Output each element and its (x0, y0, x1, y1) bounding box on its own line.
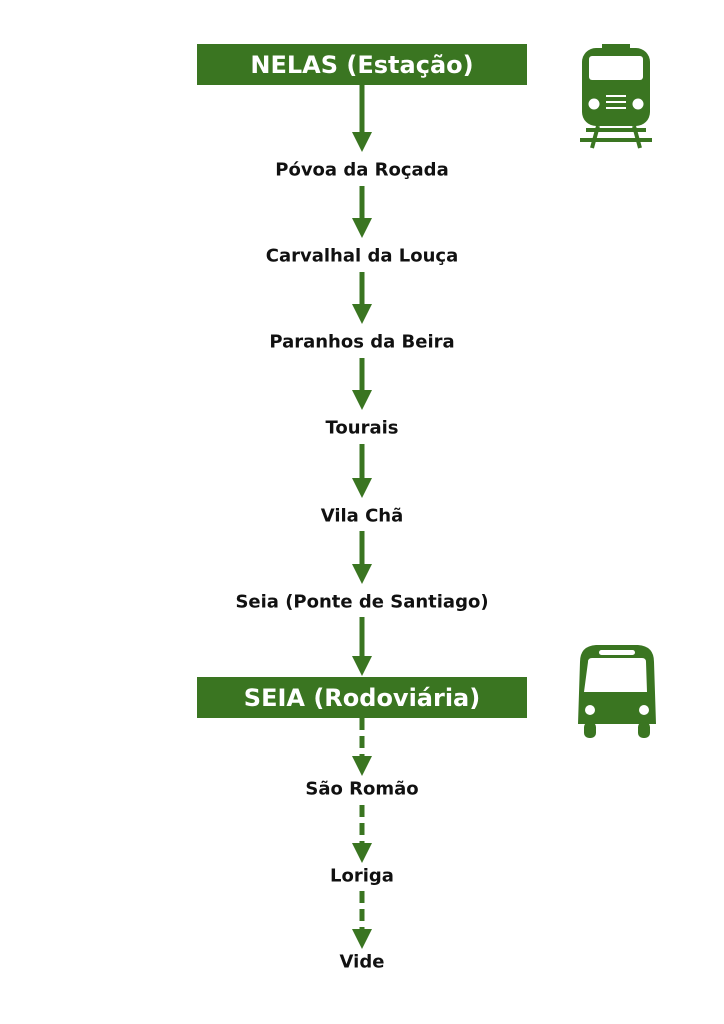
start-station-header: NELAS (Estação) (197, 44, 527, 85)
stop-label: Póvoa da Roçada (275, 159, 449, 181)
stop-label: Tourais (325, 417, 399, 439)
bus-icon (578, 645, 656, 738)
stop-label: Paranhos da Beira (269, 331, 455, 353)
bus-station-label: SEIA (Rodoviária) (243, 683, 481, 712)
stop-label: São Romão (305, 778, 419, 800)
stop-label: Loriga (330, 865, 394, 887)
stop-label: Seia (Ponte de Santiago) (235, 591, 489, 613)
start-station-label: NELAS (Estação) (250, 50, 474, 79)
stop-label: Vila Chã (320, 505, 404, 527)
bus-station-header: SEIA (Rodoviária) (197, 677, 527, 718)
stop-label: Carvalhal da Louça (265, 245, 459, 267)
train-icon (580, 44, 652, 149)
stop-label: Vide (339, 951, 385, 973)
